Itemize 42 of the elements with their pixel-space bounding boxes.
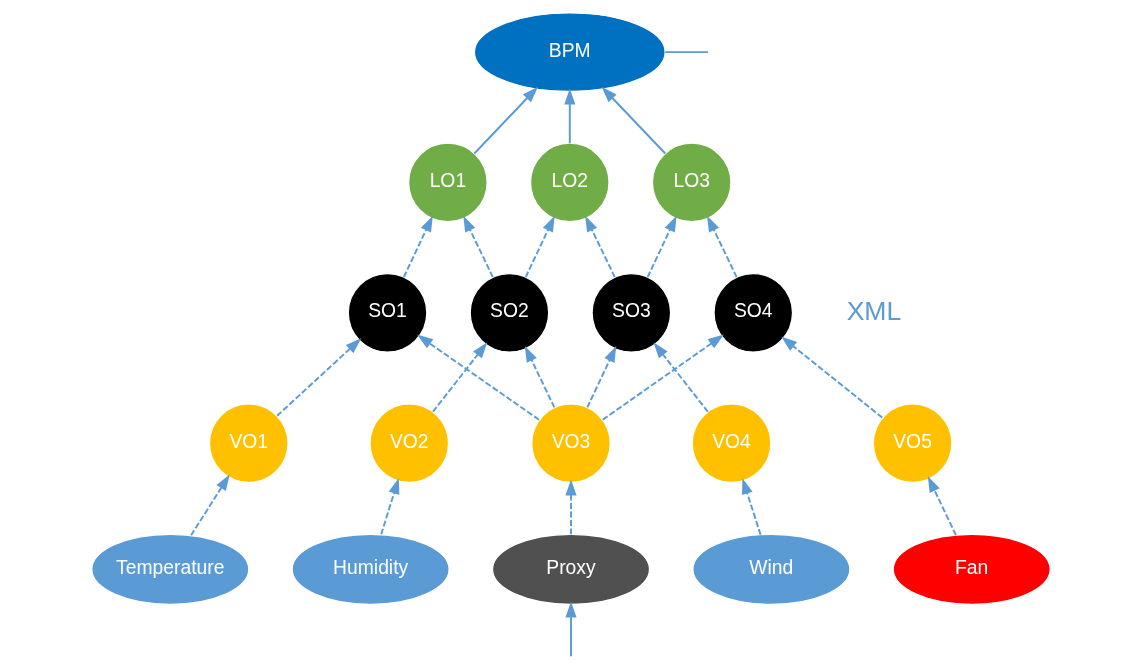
arrow [417,334,540,421]
node-circle: VO4 [691,403,772,484]
arrow [432,342,488,413]
arrow [524,215,555,278]
arrow [565,601,577,658]
arrow [601,334,724,421]
node-ellipse: BPM [473,12,666,92]
arrow [927,476,957,536]
arrow [601,86,667,155]
arrow [585,215,616,278]
arrow [586,346,617,409]
node-circle: VO3 [531,403,611,484]
arrow [473,86,538,155]
arrow [781,336,884,419]
node-circle: SO4 [713,273,794,353]
arrow [524,346,556,409]
arrow [653,342,709,413]
node-circle: VO1 [208,403,289,484]
node-circle: SO3 [591,273,672,353]
node-ellipse: Humidity [291,533,450,605]
arrow [190,474,230,537]
arrow [741,478,762,536]
node-ellipse: Wind [692,533,851,605]
arrow [707,215,738,278]
label: XML [846,295,902,326]
arrow [276,338,362,417]
arrow [565,479,577,536]
node-circle: LO2 [529,142,610,223]
connector [664,51,709,54]
node-ellipse: Proxy [491,533,651,605]
node-circle: VO5 [872,403,953,484]
node-circle: VO2 [369,403,450,484]
arrow [646,215,677,278]
node-ellipse: Fan [892,533,1051,605]
node-circle: LO1 [408,142,488,223]
arrow [463,215,494,278]
arrow [380,478,400,536]
node-circle: LO3 [651,142,732,223]
arrow [402,215,433,278]
node-circle: SO2 [469,273,550,353]
arrow [564,88,576,145]
node-ellipse: Temperature [91,533,250,605]
